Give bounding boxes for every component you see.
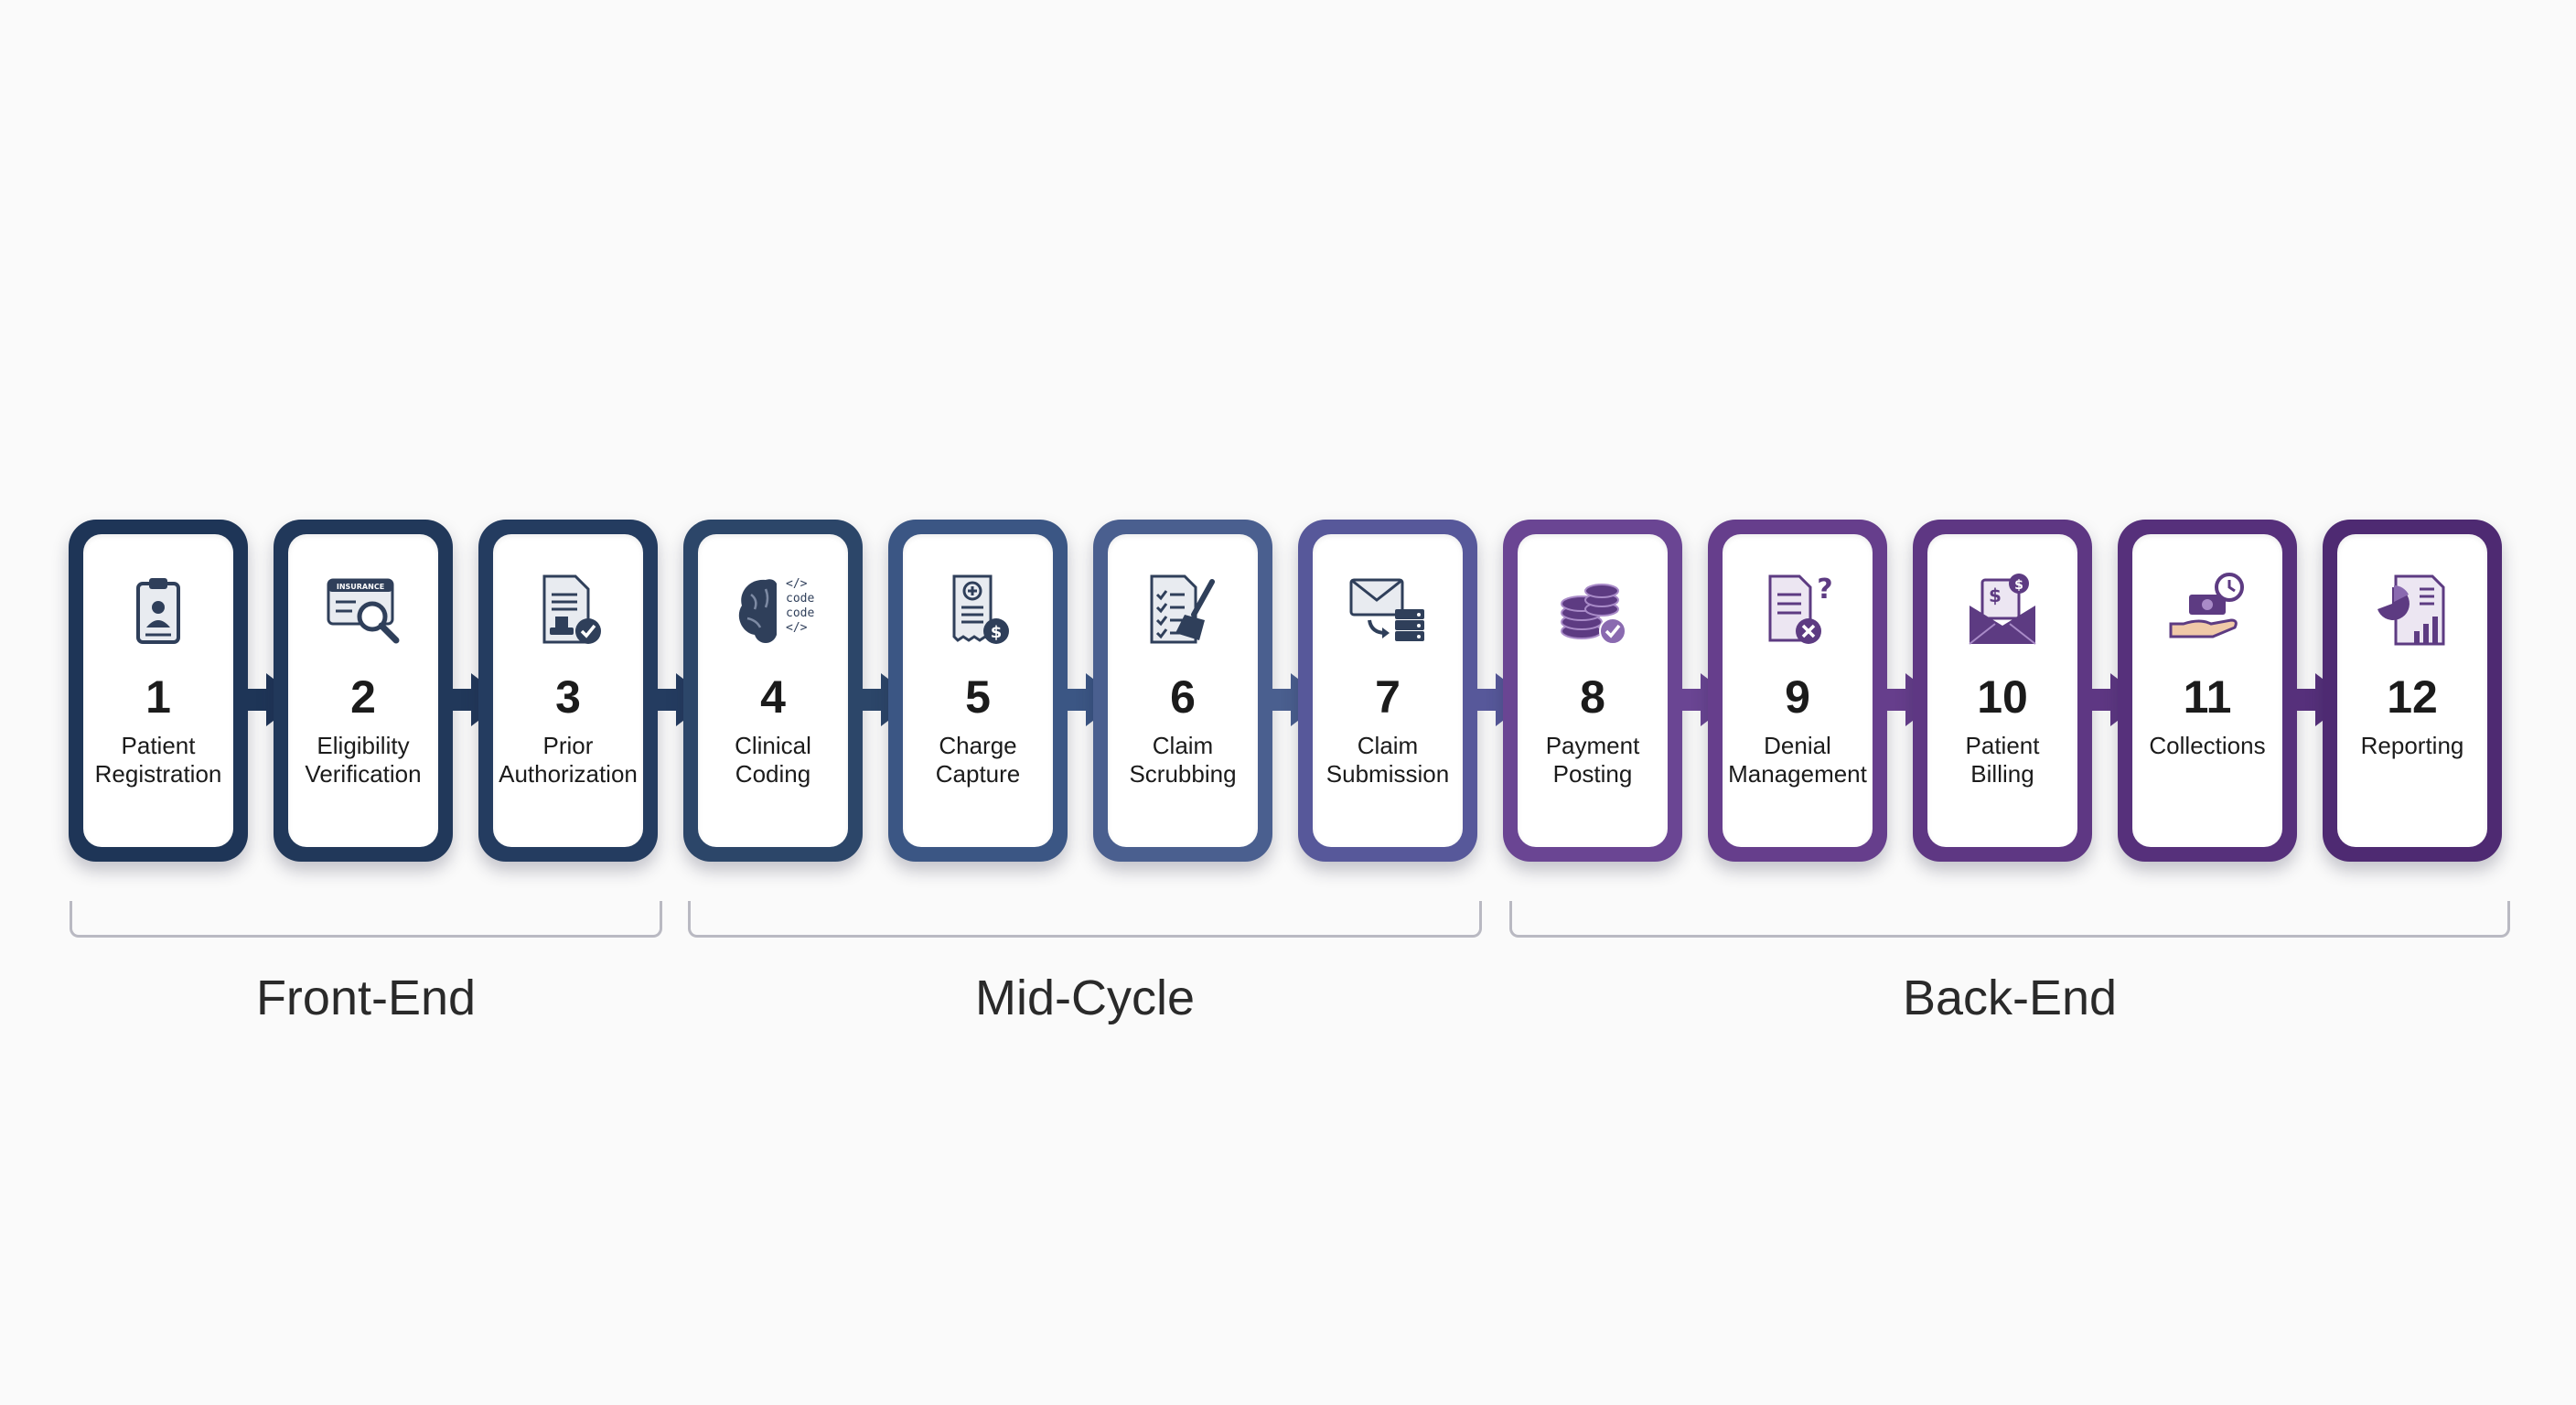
receipt-dollar-icon: $ [934,567,1022,655]
step-number: 4 [760,671,786,723]
step-number: 3 [555,671,581,723]
document-stamp-approved-icon [524,567,612,655]
step-number: 1 [145,671,171,723]
coin-stack-check-icon [1549,567,1637,655]
envelope-server-icon [1344,567,1432,655]
step-number: 5 [965,671,991,723]
step-label: Collections [2149,732,2266,759]
step-number: 9 [1785,671,1810,723]
report-chart-icon [2368,567,2456,655]
step-number: 6 [1170,671,1196,723]
step-number: 12 [2387,671,2438,723]
phase-label-back-end: Back-End [1902,971,2118,1025]
svg-text:$: $ [2014,578,2023,593]
checklist-brush-icon [1139,567,1227,655]
clipboard-patient-icon [114,567,202,655]
step-label: Eligibility Verification [305,732,422,788]
svg-text:INSURANCE: INSURANCE [337,583,384,591]
step-number: 2 [350,671,376,723]
hand-money-clock-icon [2163,567,2251,655]
step-number: 8 [1580,671,1605,723]
step-label: Denial Management [1728,732,1867,788]
step-label: Charge Capture [935,732,1021,788]
svg-text:$: $ [1989,585,2002,606]
phase-label-mid-cycle: Mid-Cycle [974,971,1196,1025]
step-label: Claim Submission [1326,732,1450,788]
step-number: 7 [1375,671,1401,723]
svg-text:$: $ [991,623,1003,642]
step-label: Patient Registration [94,732,222,788]
svg-text:</>: </> [786,577,808,591]
svg-text:?: ? [1817,574,1832,606]
envelope-bill-dollar-icon: $$ [1959,567,2046,655]
step-label: Prior Authorization [499,732,638,788]
step-label: Patient Billing [1965,732,2040,788]
step-number: 11 [2183,671,2232,723]
front-end-bracket [70,901,662,938]
insurance-card-search-icon: INSURANCE [319,567,407,655]
mid-cycle-bracket [688,901,1482,938]
back-end-bracket [1509,901,2510,938]
step-label: Claim Scrubbing [1129,732,1237,788]
document-denied-question-icon: ? [1754,567,1841,655]
svg-text:code: code [786,592,814,606]
step-label: Clinical Coding [735,732,811,788]
phase-label-front-end: Front-End [255,971,477,1025]
step-label: Reporting [2360,732,2464,759]
step-label: Payment Posting [1545,732,1640,788]
step-number: 10 [1977,671,2028,723]
svg-text:code: code [786,606,814,620]
svg-text:</>: </> [786,621,808,635]
